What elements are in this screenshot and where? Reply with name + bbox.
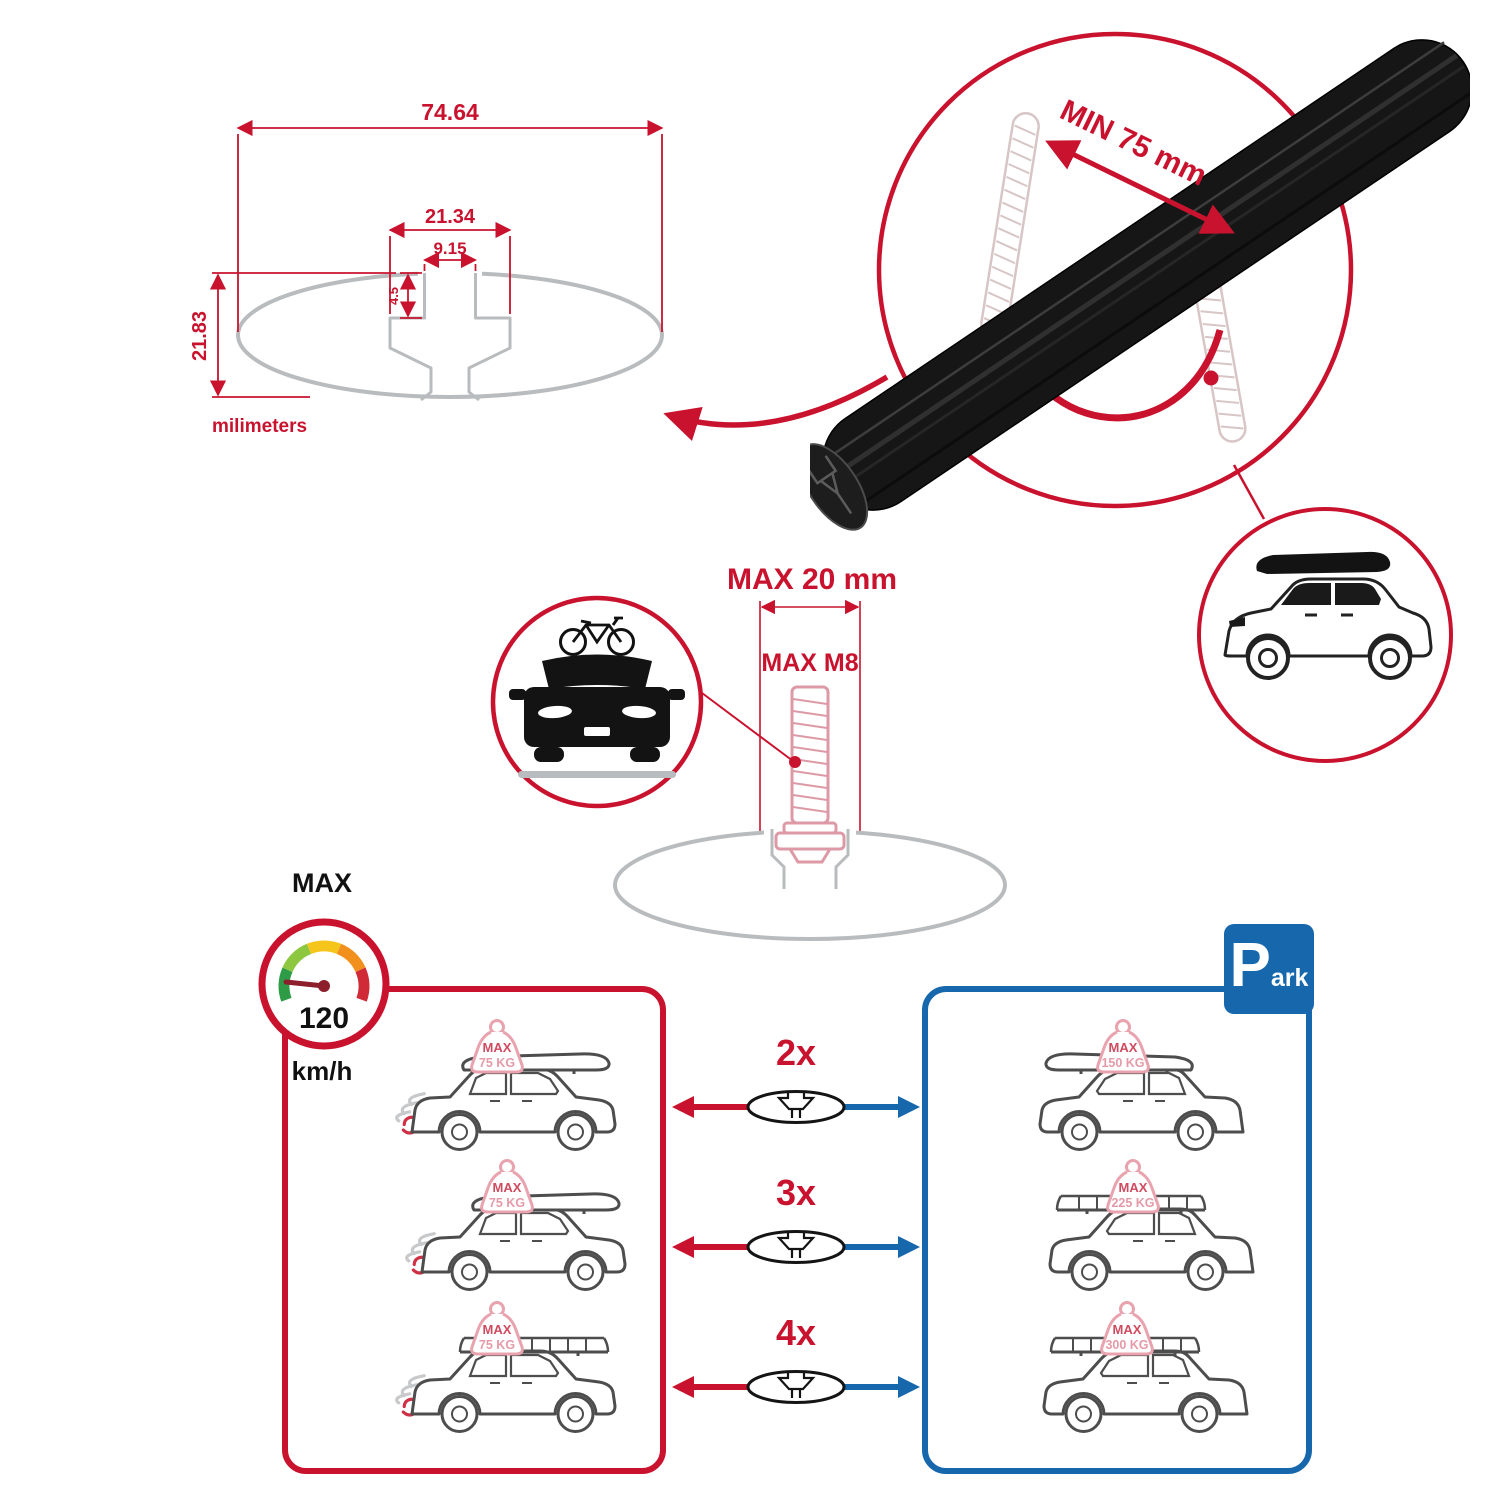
bar-count-label: 2x	[775, 1032, 817, 1073]
bolt-max-width-label: MAX 20 mm	[727, 563, 897, 596]
speedometer-icon: 120	[258, 918, 390, 1050]
t-slot-channel	[388, 273, 512, 402]
bolt-max-thread-label: MAX M8	[761, 649, 858, 677]
parked-panel	[922, 986, 1312, 1474]
car-front-bike-circle	[490, 595, 704, 809]
dimension-lines	[209, 119, 664, 398]
driving-car-2: MAX 75 KG	[405, 1159, 627, 1291]
bar-count-group-1: 2x	[668, 1035, 924, 1140]
load-tag-value: 75 KG	[479, 1056, 515, 1070]
speed-unit-label: km/h	[291, 1056, 353, 1086]
profile-dimension-diagram: 74.64 21.34 9.15 4.5 21.83 milimeters	[189, 99, 664, 437]
load-tag-max: MAX	[1113, 1322, 1142, 1337]
load-tag-value: 300 KG	[1105, 1338, 1148, 1352]
bar-exchange-arrows	[672, 1230, 920, 1264]
crossbar-profile-icon	[746, 1090, 846, 1124]
park-letter: P	[1229, 931, 1271, 1000]
speed-max-label: MAX	[292, 868, 352, 898]
driving-panel	[282, 986, 666, 1474]
detail-circle-outline	[876, 31, 1354, 509]
bolt-diagram: MAX 20 mm MAX M8	[613, 563, 1007, 941]
parked-car-3: MAX 300 KG	[1042, 1301, 1249, 1433]
dim-channel-width: 21.34	[425, 206, 476, 228]
red-arrowhead	[672, 1236, 694, 1258]
bar-count-group-3: 4x	[668, 1315, 924, 1420]
dim-lip-depth: 4.5	[386, 287, 401, 305]
min-length-arrow	[1045, 140, 1235, 234]
load-tag-value: 75 KG	[489, 1196, 525, 1210]
load-tag-value: 225 KG	[1111, 1196, 1154, 1210]
dim-unit-label: milimeters	[212, 416, 307, 437]
bar-count-label: 3x	[775, 1172, 817, 1213]
dim-slot-width: 9.15	[433, 239, 466, 258]
bar-exchange-arrows	[672, 1370, 920, 1404]
driving-car-3: MAX 75 KG	[395, 1301, 617, 1433]
dim-total-width: 74.64	[421, 99, 479, 125]
suv-icon	[1048, 1207, 1255, 1291]
blue-arrowhead	[898, 1236, 920, 1258]
dim-total-height: 21.83	[189, 311, 211, 361]
load-tag-max: MAX	[493, 1180, 522, 1195]
car-front-icon	[509, 654, 685, 778]
red-arrowhead	[672, 1096, 694, 1118]
min-length-label: MIN 75 mm	[1055, 94, 1212, 193]
bolt-dimension-lines	[759, 599, 861, 833]
blue-arrowhead	[898, 1376, 920, 1398]
load-tag-value: 75 KG	[479, 1338, 515, 1352]
headlight	[1229, 617, 1245, 627]
parked-car-1: MAX 150 KG	[1038, 1019, 1245, 1151]
red-arrowhead	[672, 1376, 694, 1398]
bar-exchange-arrows	[672, 1090, 920, 1124]
bolt-dot	[789, 756, 801, 768]
load-tag-max: MAX	[483, 1322, 512, 1337]
slot-mask	[418, 266, 482, 279]
park-rest: ark	[1270, 964, 1309, 992]
suv-icon	[420, 1207, 627, 1291]
t-bolt	[774, 685, 846, 864]
gauge-needle	[283, 979, 327, 989]
load-tag-value: 150 KG	[1101, 1056, 1144, 1070]
load-tag-max: MAX	[483, 1040, 512, 1055]
bar-count-label: 4x	[775, 1312, 817, 1353]
suv-icon	[410, 1349, 617, 1433]
suv-icon	[410, 1067, 617, 1151]
suv-icon	[1042, 1349, 1249, 1433]
crossbar-end-cap	[810, 443, 869, 531]
crossbar-profile-icon	[746, 1230, 846, 1264]
bike-icon	[559, 616, 635, 656]
parked-car-2: MAX 225 KG	[1048, 1159, 1255, 1291]
crossbar-3d	[810, 39, 1470, 531]
suv-icon	[1038, 1067, 1245, 1151]
profile-ellipse	[236, 271, 664, 399]
profile-pointer-arrow	[663, 374, 889, 442]
speed-value: 120	[299, 1002, 349, 1035]
u-bolt-dot	[1203, 370, 1219, 386]
channel-slot	[770, 829, 850, 889]
blue-arrowhead	[898, 1096, 920, 1118]
driving-car-1: MAX 75 KG	[395, 1019, 617, 1151]
bolt-leader-line	[701, 692, 794, 762]
load-tag-max: MAX	[1109, 1040, 1138, 1055]
suv-roofbox-circle	[1197, 507, 1453, 763]
circle-connector-line	[1232, 464, 1266, 520]
crossbar-profile-icon	[746, 1370, 846, 1404]
roof-box-icon	[1256, 551, 1391, 574]
gauge-arcs	[278, 940, 370, 1002]
bar-count-group-2: 3x	[668, 1175, 924, 1280]
crossbar-detail-circle: MIN 75 mm	[810, 31, 1470, 531]
load-tag-max: MAX	[1119, 1180, 1148, 1195]
